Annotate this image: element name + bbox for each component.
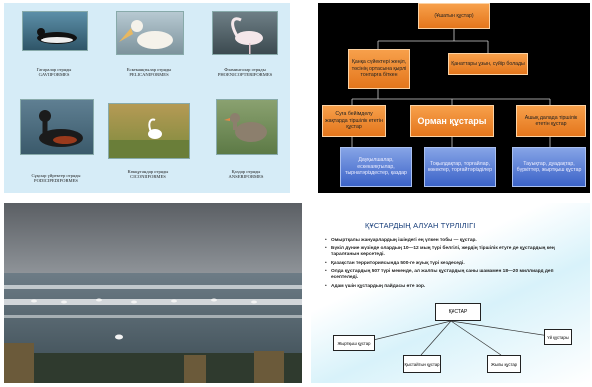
bird-orders-panel: Гагаралар отряды GAVIIFORMES Ескекаяқтыл…	[4, 3, 290, 193]
steppe-birds-label: Ашық далада тіршілік ететін құстар	[524, 114, 578, 127]
egret-photo	[108, 103, 190, 159]
forest-examples-label: Тоқылдақтар, торғайлар, көкектер, торғай…	[428, 160, 492, 173]
flying-birds-diagram: (Ұшатын құстар) Қанқа сүйектері жеңіл, т…	[318, 3, 590, 193]
warm-box: Жылы құстар	[487, 355, 521, 373]
grebe-photo	[20, 99, 94, 155]
sea-scene	[4, 203, 302, 383]
slide-bullet-1: Омыртқалы жануарлардың ішіндегі ең үлкен…	[325, 238, 581, 245]
sea-birds-photo	[4, 203, 302, 383]
slide-bullet-3: Қазақстан территориясында 500-ге жуық тү…	[325, 261, 581, 268]
domestic-box: Үй құстары	[544, 329, 572, 345]
bird-caption-4: Сұқсыр үйректер отряды PODICIPEDIFORMES	[31, 173, 81, 184]
pelican-icon	[119, 20, 173, 49]
wings-box: Қанаттары ұзын, сүйір болады	[448, 53, 528, 75]
bird-caption-3: Фламинголар отряды PHOENICOPTERIFORMES	[217, 67, 273, 78]
bird-diversity-slide: ҚҰСТАРДЫҢ АЛУАН ТҮРЛІЛІГІ Омыртқалы жану…	[311, 203, 590, 383]
diagram-top-box: (Ұшатын құстар)	[418, 3, 490, 29]
pelican-photo	[116, 11, 184, 55]
wings-label: Қанаттары ұзын, сүйір болады	[451, 60, 525, 67]
slide-bullet-4: Олда құстардың 507 түрі мекенде, ал жалп…	[325, 269, 581, 282]
bird-caption-1: Гагаралар отряды GAVIIFORMES	[36, 67, 72, 78]
egret-icon	[109, 118, 189, 158]
flamingo-icon	[231, 17, 263, 54]
grebe-icon	[39, 110, 83, 147]
diagram-connectors	[351, 29, 551, 147]
water-examples-box: Дауқылшалар, ескекаяқтылар, тырнатәрізде…	[340, 147, 412, 187]
skeleton-label: Қанқа сүйектері жеңіл, төсінің ортасына …	[351, 59, 407, 79]
goose-icon	[224, 113, 267, 142]
water-birds-label: Суға бейімделу жақтарда тіршілік ететін …	[325, 111, 383, 131]
bird-caption-6: Қаздар отряды ANSERIFORMES	[228, 169, 264, 180]
bird-caption-2: Ескекаяқтылар отряды PELICANIFORMES	[126, 67, 172, 78]
forest-examples-box: Тоқылдақтар, торғайлар, көкектер, торғай…	[424, 147, 496, 187]
slide-bullet-2: Бүкіл дүние жүзінде олардың 10—12 мың тү…	[325, 246, 581, 259]
predators-box: Жыртқыш құстар	[333, 335, 375, 351]
forest-birds-box: Орман құстары	[410, 105, 494, 137]
goose-photo	[216, 99, 278, 155]
loon-icon	[37, 28, 77, 44]
bird-caption-5: Көкқұтандар отряды CICONIIFORMES	[127, 169, 169, 180]
skeleton-box: Қанқа сүйектері жеңіл, төсінің ортасына …	[348, 49, 410, 89]
steppe-birds-box: Ашық далада тіршілік ететін құстар	[516, 105, 586, 137]
loon-photo	[22, 11, 88, 51]
flamingo-photo	[212, 11, 278, 55]
birds-center-box: ҚҰСТАР	[435, 303, 481, 321]
wintering-box: Қыстайтын құстар	[403, 355, 441, 373]
slide-title: ҚҰСТАРДЫҢ АЛУАН ТҮРЛІЛІГІ	[365, 221, 476, 230]
forest-birds-label: Орман құстары	[417, 116, 487, 126]
water-birds-box: Суға бейімделу жақтарда тіршілік ететін …	[322, 105, 386, 137]
slide-bullet-5: Адам үшін құстардың пайдасы өте зор.	[325, 284, 581, 291]
slide-connectors	[360, 320, 557, 356]
steppe-examples-label: Тауықтар, дуадақтар, бүркіттер, жыртқыш …	[516, 160, 582, 173]
diagram-top-label: (Ұшатын құстар)	[434, 12, 474, 19]
steppe-examples-box: Тауықтар, дуадақтар, бүркіттер, жыртқыш …	[512, 147, 586, 187]
water-examples-label: Дауқылшалар, ескекаяқтылар, тырнатәрізде…	[345, 157, 407, 177]
